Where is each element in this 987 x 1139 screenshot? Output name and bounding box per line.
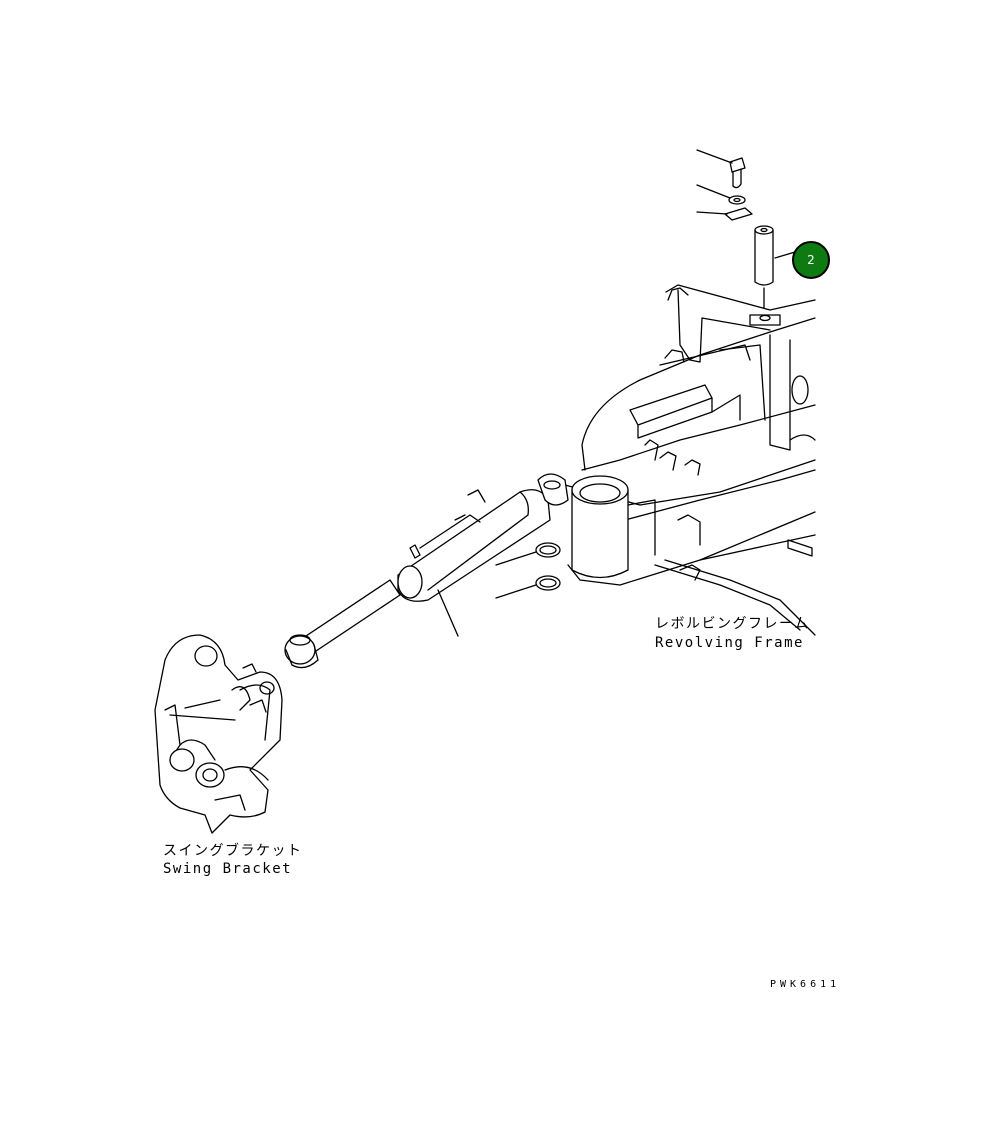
callout-2[interactable]: 2 [792, 241, 830, 279]
swing-bracket [154, 634, 283, 834]
swing-bracket-label-jp: スイングブラケット [163, 843, 303, 859]
drawing-code: PWK6611 [770, 979, 841, 990]
revolving-frame-label-jp: レボルビングフレーム [655, 616, 810, 632]
fastener-stack [696, 149, 796, 326]
swing-bracket-label-en: Swing Bracket [163, 861, 293, 877]
swing-cylinder [284, 473, 569, 669]
revolving-frame-label-en: Revolving Frame [655, 635, 804, 651]
revolving-frame [564, 284, 816, 636]
